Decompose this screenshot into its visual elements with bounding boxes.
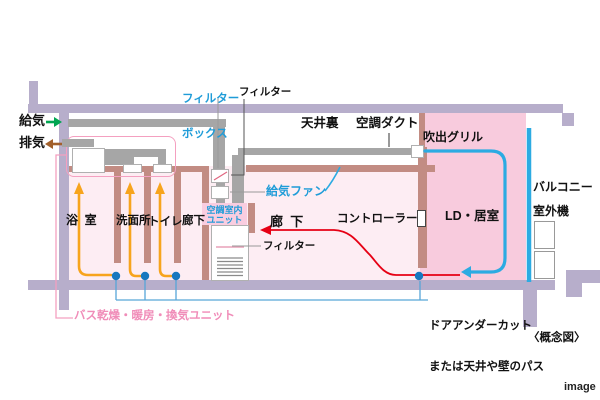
label-ac-duct: 空調ダクト <box>356 116 419 130</box>
indoor-unit-label: 空調室内 ユニット <box>202 203 247 225</box>
ceiling-line-corridor <box>246 165 435 172</box>
filterbox-fan-connector <box>216 183 225 187</box>
wall-closet-right <box>248 203 255 233</box>
balcony-outer-wall <box>566 283 582 297</box>
indoor-ac-unit <box>211 225 249 281</box>
balcony-boundary-stub <box>523 290 537 327</box>
indoor-unit-label-line2: ユニット <box>206 215 243 225</box>
label-ceiling-space: 天井裏 <box>301 116 339 130</box>
supply-duct-vertical <box>213 127 225 170</box>
outlet-grille-box <box>411 145 424 158</box>
toilet-ceiling-grille <box>153 164 172 173</box>
unit-duct-to-toilet <box>105 149 166 157</box>
label-supply-air: 給気 <box>19 113 46 128</box>
wall-washroom-toilet <box>144 172 151 263</box>
label-bath-unit: バス乾燥・暖房・換気ユニット <box>74 310 235 322</box>
label-bathroom: 浴 室 <box>66 213 97 227</box>
floor-slab <box>28 280 555 290</box>
ac-duct-horizontal <box>238 148 412 155</box>
balcony-outer-floor <box>566 270 600 283</box>
label-toilet: トイレ <box>148 216 183 228</box>
indoor-unit-label-line1: 空調室内 <box>206 205 243 215</box>
filter-box <box>211 169 229 183</box>
label-filter-box: フィルター ボックス <box>182 71 239 163</box>
outdoor-unit-box-top <box>534 221 555 249</box>
wall-bath-washroom <box>114 172 121 263</box>
label-outlet-grille: 吹出グリル <box>423 130 484 144</box>
label-balcony: バルコニー <box>533 180 593 194</box>
label-door-undercut-line2: または天井や壁のパス <box>429 360 544 373</box>
outdoor-unit-box-bottom <box>534 251 555 279</box>
controller-box <box>417 210 426 227</box>
label-hallway-main: 廊 下 <box>270 214 304 229</box>
label-outdoor-unit: 室外機 <box>533 204 570 218</box>
label-door-undercut: ドアアンダーカット または天井や壁のパス <box>429 293 544 400</box>
wall-ld-upper <box>419 113 425 147</box>
label-living-room: LD・居室 <box>445 209 500 223</box>
left-parapet <box>29 81 38 105</box>
unit-duct-to-washroom <box>105 157 134 165</box>
supply-fan-box <box>211 186 229 199</box>
bath-unit-main-box <box>72 148 105 173</box>
balcony-upper-beam <box>562 113 574 126</box>
label-concept-note: 〈概念図〉 <box>528 332 586 344</box>
label-washroom: 洗面所 <box>116 215 151 227</box>
label-controller: コントローラー <box>337 213 418 225</box>
label-hallway-small: 廊下 <box>182 215 205 227</box>
exhaust-duct <box>62 139 94 147</box>
wall-corridor-ld <box>418 147 427 268</box>
label-filter-box-line2: ボックス <box>182 127 228 140</box>
unit-duct-to-toilet-drop <box>158 155 166 166</box>
fan-down-connector <box>216 199 225 206</box>
label-supply-fan: 給気ファン <box>266 184 327 198</box>
exhaust-arrow-icon <box>45 139 53 149</box>
label-filter-top: フィルター <box>239 86 292 98</box>
roof-slab <box>28 104 563 113</box>
washroom-ceiling-grille <box>123 164 142 173</box>
label-filter-box-line1: フィルター <box>182 93 240 105</box>
label-door-undercut-line1: ドアアンダーカット <box>429 320 533 332</box>
image-credit: image <box>564 381 596 393</box>
wall-toilet-hall <box>174 172 181 263</box>
supply-duct-horizontal <box>68 119 226 127</box>
label-exhaust-air: 排気 <box>19 135 46 150</box>
label-filter-lower: フィルター <box>263 240 316 252</box>
